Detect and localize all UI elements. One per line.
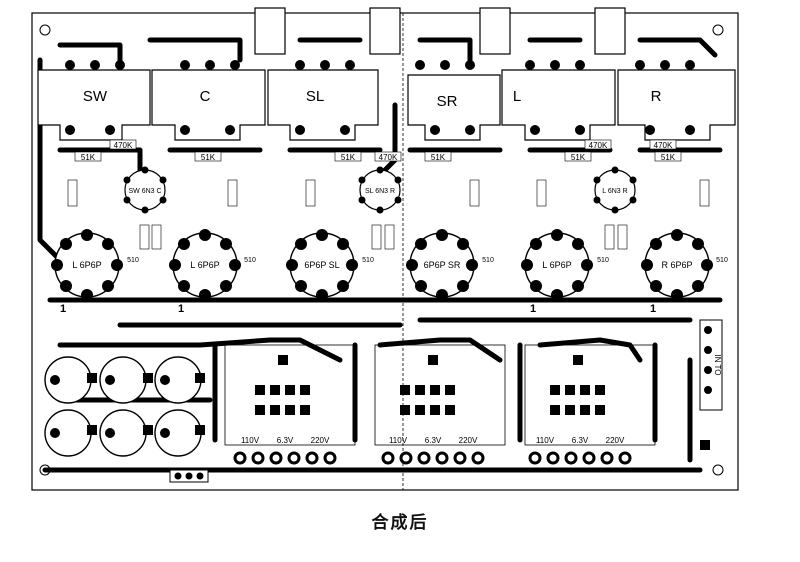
resistor-470k-2: 470K — [379, 153, 398, 162]
top-jacks — [254, 7, 626, 55]
power-tubes: L 6P6P 1 L 6P6P 1 6P6P SL — [51, 229, 713, 315]
filter-capacitors — [44, 356, 202, 457]
power-tube-label-1: L 6P6P — [72, 260, 101, 270]
voltage-63-3: 6.3V — [572, 436, 589, 445]
supply-sections — [224, 344, 656, 446]
voltage-63-2: 6.3V — [425, 436, 442, 445]
pin-one-1: 1 — [60, 303, 66, 315]
small-tube-2: SL 6N3 R — [358, 166, 402, 214]
resistor-51k-2: 51K — [201, 153, 216, 162]
bottom-header — [169, 469, 209, 483]
pot-sr: SR — [407, 74, 501, 141]
input-connector: IN TO — [699, 319, 723, 450]
cathode-resistors: 510 510 510 510 510 510 — [127, 257, 728, 264]
pin-one-4: 1 — [650, 303, 656, 315]
pot-pads — [65, 60, 695, 135]
mounting-holes — [39, 24, 724, 476]
resistor-51k-3: 51K — [341, 153, 356, 162]
figure-caption: 合成后 — [371, 513, 429, 533]
small-tube-label-2: SL 6N3 R — [365, 188, 395, 195]
pot-label-r: R — [651, 88, 662, 105]
voltage-110-1: 110V — [241, 436, 260, 445]
voltage-110-2: 110V — [389, 436, 408, 445]
pot-sl: SL — [267, 69, 379, 141]
power-tube-1: L 6P6P 1 — [51, 229, 123, 315]
resistor-51k-6: 51K — [661, 153, 676, 162]
capacitor-pads — [50, 373, 205, 438]
pin-one-3: 1 — [530, 303, 536, 315]
resistor-510-1: 510 — [127, 257, 139, 264]
voltage-220-1: 220V — [311, 436, 330, 445]
small-tube-label-1: SW 6N3 C — [128, 188, 161, 195]
power-tube-2: L 6P6P 1 — [169, 229, 241, 315]
power-tube-5: L 6P6P 1 — [521, 229, 593, 315]
resistor-510-3: 510 — [362, 257, 374, 264]
resistor-51k-4: 51K — [431, 153, 446, 162]
resistor-510-2: 510 — [244, 257, 256, 264]
pot-label-l: L — [513, 88, 521, 105]
traces — [37, 37, 723, 473]
power-tube-label-3: 6P6P SL — [304, 260, 339, 270]
power-tube-label-5: L 6P6P — [542, 260, 571, 270]
resistor-51k-1: 51K — [81, 153, 96, 162]
pin-one-2: 1 — [178, 303, 184, 315]
resistor-470k-3: 470K — [589, 141, 608, 150]
pot-label-sw: SW — [83, 88, 108, 105]
resistor-470k-4: 470K — [654, 141, 673, 150]
pot-c: C — [151, 69, 266, 141]
power-tube-6: R 6P6P 1 — [641, 229, 713, 315]
transformer-terminals: 110V 6.3V 220V 110V 6.3V 220V 110V 6.3V … — [233, 436, 632, 465]
resistor-51k-5: 51K — [571, 153, 586, 162]
pot-group: SW C SL SR L R — [37, 69, 736, 141]
voltage-63-1: 6.3V — [277, 436, 294, 445]
resistor-510-5: 510 — [597, 257, 609, 264]
pot-sw: SW — [37, 69, 151, 141]
power-tube-label-2: L 6P6P — [190, 260, 219, 270]
pot-r: R — [617, 69, 736, 141]
resistor-470k-1: 470K — [114, 141, 133, 150]
resistor-labels: 470K 51K 51K 51K 470K 51K 51K 470K 470K … — [67, 139, 710, 250]
power-tube-label-4: 6P6P SR — [424, 260, 461, 270]
pot-label-sr: SR — [437, 93, 458, 110]
small-tube-1: SW 6N3 C — [123, 166, 167, 214]
pot-l: L — [501, 69, 616, 141]
voltage-110-3: 110V — [536, 436, 555, 445]
pot-label-sl: SL — [306, 88, 324, 105]
input-connector-label: IN TO — [713, 354, 722, 375]
small-tube-3: L 6N3 R — [593, 166, 637, 214]
small-tubes: SW 6N3 C SL 6N3 R L 6N3 R — [123, 166, 637, 214]
resistor-510-6: 510 — [716, 257, 728, 264]
voltage-220-3: 220V — [606, 436, 625, 445]
power-tube-3: 6P6P SL — [286, 229, 358, 301]
small-tube-label-3: L 6N3 R — [602, 188, 627, 195]
power-tube-label-6: R 6P6P — [661, 260, 692, 270]
voltage-220-2: 220V — [459, 436, 478, 445]
resistor-510-4: 510 — [482, 257, 494, 264]
pot-label-c: C — [200, 88, 211, 105]
power-tube-4: 6P6P SR — [406, 229, 478, 301]
